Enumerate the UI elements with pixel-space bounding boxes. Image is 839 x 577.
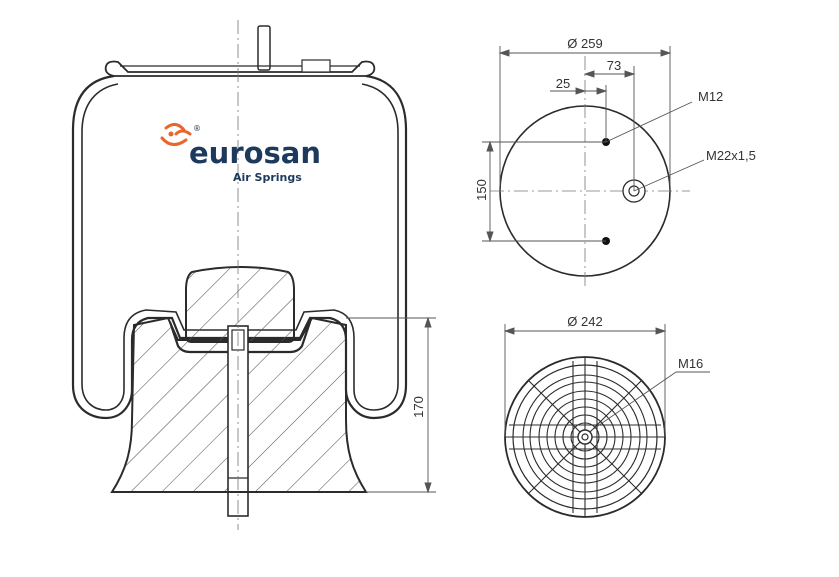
air-fitting-block	[301, 59, 331, 73]
height-dimension-label: 170	[411, 396, 426, 418]
top-offset-73-label: 73	[607, 58, 621, 73]
side-section-view	[71, 20, 408, 530]
top-offset-25-label: 25	[556, 76, 570, 91]
bumper	[185, 266, 295, 343]
bottom-diameter-label: Ø 242	[567, 314, 602, 329]
bottom-piston-view	[504, 356, 666, 518]
bottom-bolt-label: M16	[678, 356, 703, 371]
eurosan-logo: ® eurosan Air Springs	[160, 123, 321, 184]
height-dimension	[346, 316, 436, 494]
top-stud	[257, 25, 271, 71]
swirl-logo-icon	[160, 123, 192, 146]
top-air-fitting-label: M22x1,5	[706, 148, 756, 163]
logo-tagline: Air Springs	[233, 171, 302, 184]
bottom-view-dimensions	[503, 324, 710, 437]
top-diameter-label: Ø 259	[567, 36, 602, 51]
top-view-dimensions	[482, 46, 705, 243]
top-bolt-spacing-label: 150	[474, 179, 489, 201]
logo-wordmark: eurosan	[189, 136, 321, 170]
logo-registered-mark: ®	[193, 124, 201, 133]
top-bolt-label: M12	[698, 89, 723, 104]
top-bead-plate	[104, 60, 376, 77]
